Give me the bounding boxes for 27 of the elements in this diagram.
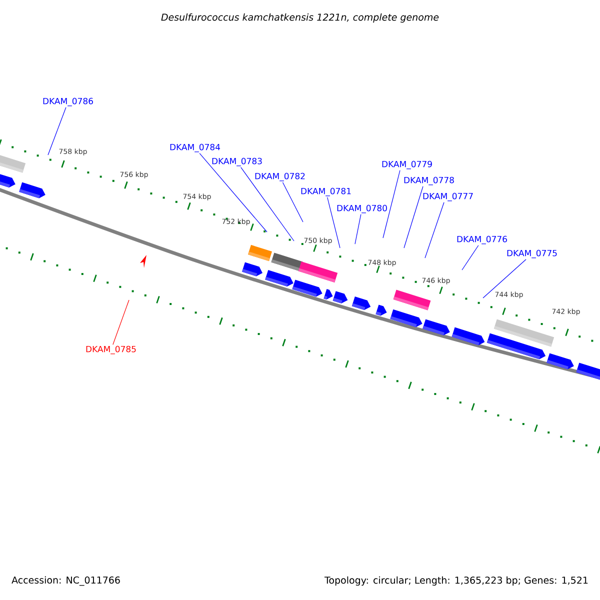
gene-label: DKAM_0775 [507,250,557,258]
gene-label: DKAM_0782 [255,172,305,182]
gene-label: DKAM_0778 [404,176,454,186]
leader-line [48,107,66,156]
leader-line [404,186,424,248]
gene-label: DKAM_0783 [212,158,262,166]
gene-label: DKAM_0779 [382,160,432,170]
leader-line [424,202,444,258]
gene-label: DKAM_0786 [43,98,93,106]
leader-line [354,214,362,244]
leader-line [240,167,294,242]
leader-line [462,245,479,270]
leader-line [199,153,268,232]
accession-text: Accession: NC_011766 [12,576,120,586]
gene-label: DKAM_0776 [457,236,507,244]
leader-line [282,182,304,222]
leader-line [327,197,340,248]
genome-summary-text: Topology: circular; Length: 1,365,223 bp; Genes: 1,521 [324,576,588,586]
gene-label: DKAM_0781 [301,188,351,196]
gene-label: DKAM_0780 [337,204,387,214]
gene-label: DKAM_0777 [423,192,473,202]
leader-line [482,259,526,298]
gene-label: DKAM_0784 [170,144,220,152]
gene-label: DKAM_0785 [86,346,136,354]
leader-line [382,170,400,238]
leader-line [112,300,130,345]
title: Desulfurococcus kamchatkensis 1221n, complete genome [161,13,439,23]
